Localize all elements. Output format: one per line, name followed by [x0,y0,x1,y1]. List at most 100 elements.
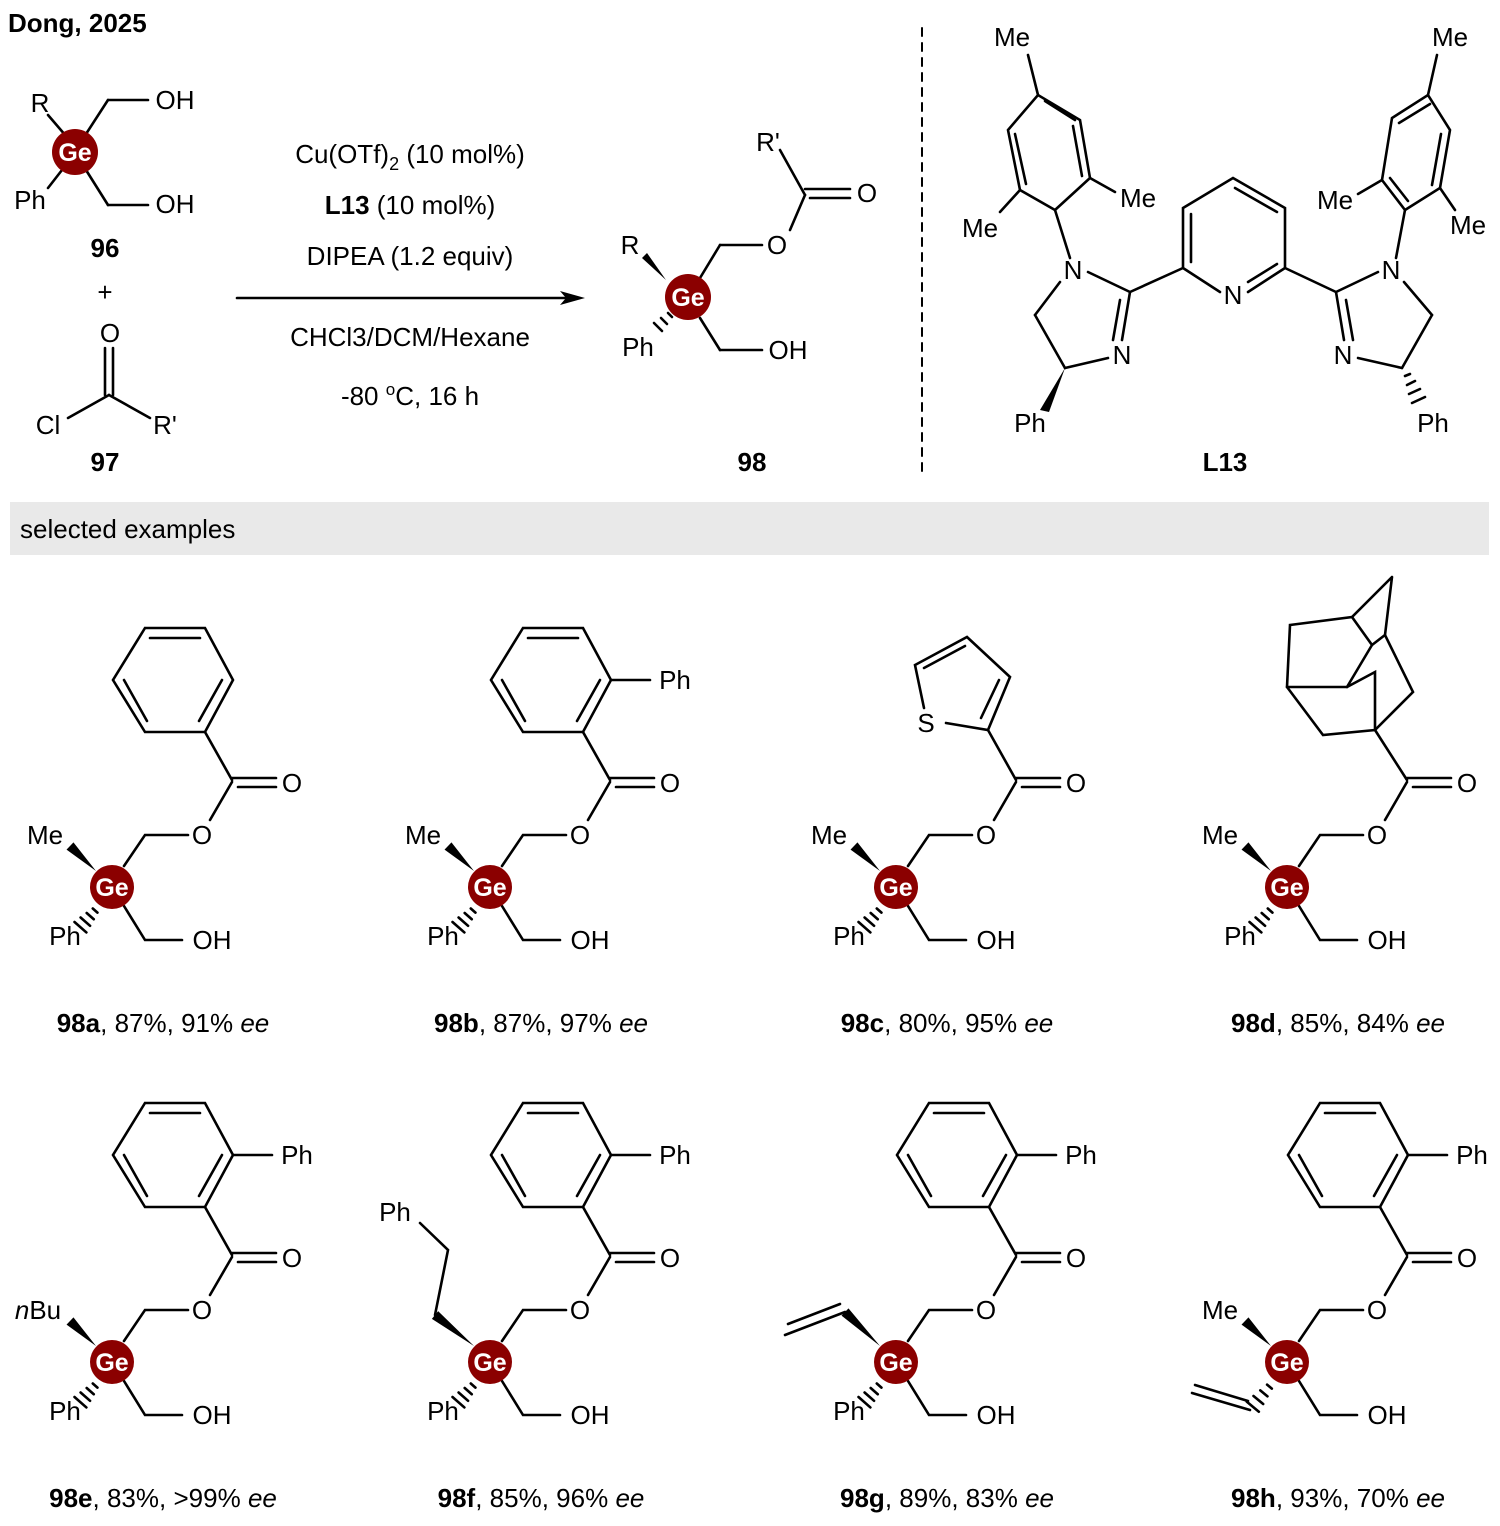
hashed-bond [1248,907,1274,934]
oh-label: OH [156,189,195,219]
hash [1245,1400,1261,1414]
ester-o-label: O [976,820,996,850]
carbonyl-o-label: O [660,1243,680,1273]
bond [979,678,1001,720]
n-label: N [1064,255,1083,285]
bond [500,1308,568,1343]
hash [85,911,96,921]
temperature-text: -80 oC, 16 h [341,380,479,411]
bond [906,1379,968,1417]
ee-value: 70% [1357,1483,1409,1513]
compound-label-96: 96 [91,233,120,263]
me-label: Me [1120,183,1156,213]
bond [1378,1205,1409,1257]
reagent-97: O Cl R' 97 [36,318,177,477]
o-label: O [767,230,787,260]
hashed-bond [73,1382,99,1409]
carbonyl-o-label: O [1457,1243,1477,1273]
wedge-bond [431,1311,474,1346]
ph-label: Ph [1065,1140,1097,1170]
sep: , [542,1483,556,1513]
bond [586,1255,612,1297]
ee-value: >99% [173,1483,240,1513]
ph-label: Ph [833,1396,865,1426]
bond [1383,780,1409,822]
yield: 93% [1290,1483,1342,1513]
solvent-text: CHCl3/DCM/Hexane [290,322,530,352]
cl-label: Cl [36,410,61,440]
hash [1248,920,1263,934]
me-label: Me [994,22,1030,52]
hashed-bond [1245,1383,1274,1414]
bond [575,1153,602,1198]
hash [457,1391,470,1403]
hash [1260,911,1271,921]
sep [1409,1008,1416,1038]
o-label: O [100,318,120,348]
hashed-bond [857,1382,883,1409]
ee-value: 96% [556,1483,608,1513]
benzene-ring [111,626,235,734]
bond [906,904,968,942]
hash [79,1391,92,1403]
sep: , [1342,1008,1356,1038]
ee-label: ee [240,1008,269,1038]
me-label: Me [1317,185,1353,215]
bond [111,1101,235,1209]
product-caption: 98f, 85%, 96% ee [438,1483,645,1513]
ph-label: Ph [379,1197,411,1227]
product-caption: 98g, 89%, 83% ee [840,1483,1054,1513]
oh-label: OH [769,335,808,365]
ge-label: Ge [1270,1349,1303,1377]
ligand-text: L13 (10 mol%) [325,190,496,220]
base-text: DIPEA (1.2 equiv) [307,241,514,271]
hash [1258,1389,1269,1398]
hash [463,911,474,921]
ph-label: Ph [833,921,865,951]
ph-label: Ph [1456,1140,1488,1170]
n-label: N [1224,280,1243,310]
bond [1193,1383,1250,1403]
ph-label: Ph [49,1396,81,1426]
benzene-ring [111,1101,235,1209]
compound-id: 98d [1231,1008,1276,1038]
o-label: O [857,178,877,208]
ge-label: Ge [58,139,91,167]
bond [1285,615,1374,689]
bond [1373,728,1409,782]
bond [203,1205,234,1257]
bond [500,833,568,868]
bond [783,1310,847,1337]
wedge-bond [66,842,96,871]
ester-o-label: O [192,820,212,850]
compound-id: 98a [57,1008,101,1038]
hash [91,1382,99,1389]
carbonyl-o-label: O [1066,1243,1086,1273]
ester-o-label: O [570,1295,590,1325]
sep: , [100,1008,114,1038]
sep [241,1483,248,1513]
ph-label: Ph [281,1140,313,1170]
compound-label-98: 98 [738,447,767,477]
hash [1266,907,1274,914]
me-label: Me [1432,22,1468,52]
nbu-label: nBu [15,1295,61,1325]
ee-label: ee [615,1483,644,1513]
sep [1017,1008,1024,1038]
hash [463,1386,474,1396]
bond [500,678,527,723]
me-label: Me [27,820,63,850]
ge-label: Ge [671,284,704,312]
section-banner [10,502,1489,555]
germanium-atom [468,865,512,909]
bond [500,1153,527,1198]
wedge-bond [841,1308,880,1346]
hash [79,916,92,928]
benzene-ring [1286,1101,1410,1209]
ge-label: Ge [879,1349,912,1377]
ee-label: ee [248,1483,277,1513]
carbonyl-o-label: O [282,1243,302,1273]
